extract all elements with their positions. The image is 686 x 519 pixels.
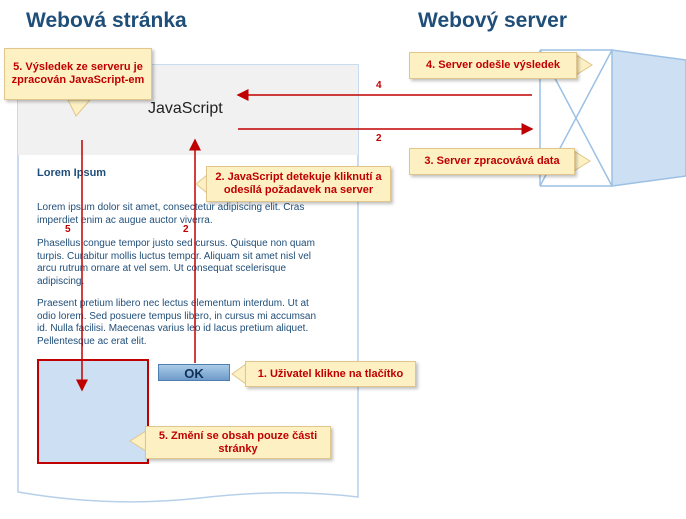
ok-button[interactable]: OK (158, 364, 230, 381)
callout-pointer-4 (575, 54, 593, 76)
paragraph-2: Phasellus congue tempor justo sed cursus… (37, 238, 315, 287)
arrow-label-5: 5 (65, 224, 71, 235)
server-icon (539, 49, 686, 187)
paragraph-1: Lorem ipsum dolor sit amet, consectetur … (37, 202, 305, 226)
callout-pointer-5-top (67, 99, 92, 117)
callout-5-bottom: 5. Změní se obsah pouze části stránky (145, 426, 331, 459)
callout-pointer-5-bottom (129, 430, 147, 452)
heading-web-server: Webový server (418, 9, 568, 32)
updated-page-region (37, 359, 149, 464)
callout-2: 2. JavaScript detekuje kliknutí a odesíl… (206, 166, 391, 202)
callout-4: 4. Server odešle výsledek (409, 52, 577, 79)
arrow-label-2-vertical: 2 (183, 224, 189, 235)
arrow-label-4: 4 (376, 80, 382, 91)
paragraph-3: Praesent pretium libero nec lectus eleme… (37, 298, 317, 347)
lorem-title: Lorem Ipsum (37, 167, 107, 179)
arrow-label-2-horizontal: 2 (376, 133, 382, 144)
callout-3: 3. Server zpracovává data (409, 148, 575, 175)
heading-web-page: Webová stránka (26, 9, 187, 32)
callout-pointer-3 (573, 150, 591, 172)
javascript-label: JavaScript (148, 100, 223, 117)
callout-1: 1. Uživatel klikne na tlačítko (245, 361, 416, 387)
callout-5-top: 5. Výsledek ze serveru je zpracován Java… (4, 48, 152, 100)
callout-pointer-1 (231, 363, 247, 385)
